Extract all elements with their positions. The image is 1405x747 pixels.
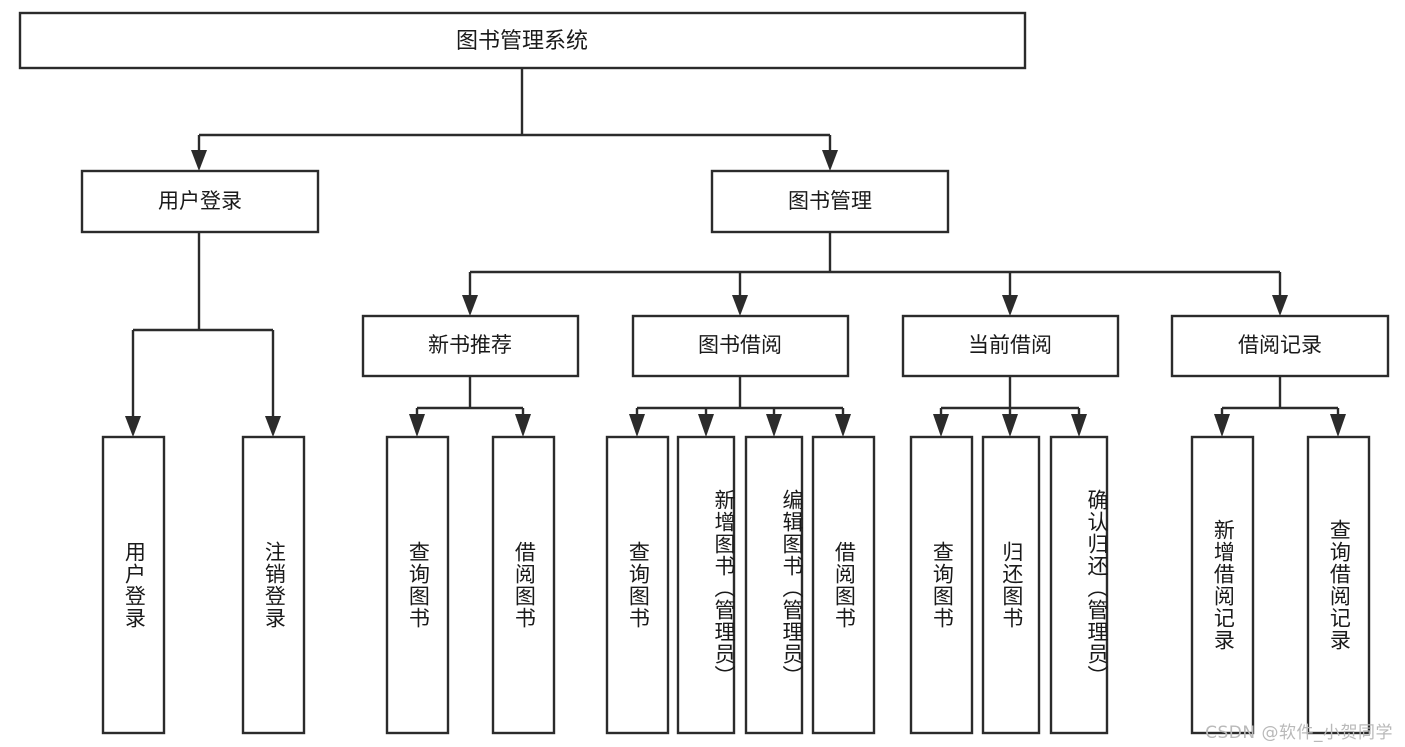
node-current-borrow-label: 当前借阅 <box>968 333 1052 357</box>
arrowhead-current-borrow <box>1002 295 1018 316</box>
node-borrow-record[interactable]: 借阅记录 <box>1170 314 1390 378</box>
node-leaf-edit-book[interactable] <box>744 435 804 735</box>
arrowhead-leaf-edit-book <box>766 414 782 437</box>
node-leaf-user-login[interactable] <box>101 435 166 735</box>
node-book-manage[interactable]: 图书管理 <box>710 169 950 234</box>
arrowhead-leaf-query-book-1 <box>409 414 425 437</box>
node-leaf-query-record[interactable] <box>1306 435 1371 735</box>
connector-group <box>125 68 1346 437</box>
node-leaf-return-book[interactable] <box>981 435 1041 735</box>
node-new-book-rec[interactable]: 新书推荐 <box>361 314 580 378</box>
arrowhead-borrow-record <box>1272 295 1288 316</box>
node-book-manage-label: 图书管理 <box>788 189 872 213</box>
node-book-borrow-label: 图书借阅 <box>698 333 782 357</box>
node-user-login-label: 用户登录 <box>158 189 242 213</box>
node-current-borrow[interactable]: 当前借阅 <box>901 314 1120 378</box>
node-leaf-add-record[interactable] <box>1190 435 1255 735</box>
arrowhead-leaf-add-record <box>1214 414 1230 437</box>
node-leaf-borrow-book-1[interactable] <box>491 435 556 735</box>
node-leaf-borrow-book-2[interactable] <box>811 435 876 735</box>
node-leaf-user-logout[interactable] <box>241 435 306 735</box>
arrowhead-leaf-query-book-2 <box>629 414 645 437</box>
node-root[interactable]: 图书管理系统 <box>18 11 1027 70</box>
node-leaf-query-book-2[interactable] <box>605 435 670 735</box>
watermark-text: CSDN @软件_小贺同学 <box>1205 723 1393 743</box>
arrowhead-leaf-query-book-3 <box>933 414 949 437</box>
node-leaf-query-book-3[interactable] <box>909 435 974 735</box>
arrowhead-new-book-rec <box>462 295 478 316</box>
node-borrow-record-label: 借阅记录 <box>1238 333 1322 357</box>
node-book-borrow[interactable]: 图书借阅 <box>631 314 850 378</box>
arrowhead-leaf-borrow-book-2 <box>835 414 851 437</box>
node-new-book-rec-label: 新书推荐 <box>428 333 512 357</box>
arrowhead-leaf-return-book <box>1002 414 1018 437</box>
arrowhead-user-login <box>191 150 207 171</box>
arrowhead-book-borrow <box>732 295 748 316</box>
node-leaf-query-book-1[interactable] <box>385 435 450 735</box>
node-user-login[interactable]: 用户登录 <box>80 169 320 234</box>
node-leaf-confirm-return[interactable] <box>1049 435 1109 735</box>
arrowhead-leaf-user-logout <box>265 416 281 437</box>
arrowhead-leaf-borrow-book-1 <box>515 414 531 437</box>
node-leaf-add-book[interactable] <box>676 435 736 735</box>
arrowhead-leaf-user-login <box>125 416 141 437</box>
arrowhead-leaf-confirm-return <box>1071 414 1087 437</box>
arrowhead-leaf-query-record <box>1330 414 1346 437</box>
arrowhead-leaf-add-book <box>698 414 714 437</box>
leaf-box-group <box>101 435 1371 735</box>
arrowhead-book-manage <box>822 150 838 171</box>
node-root-label: 图书管理系统 <box>456 29 588 54</box>
